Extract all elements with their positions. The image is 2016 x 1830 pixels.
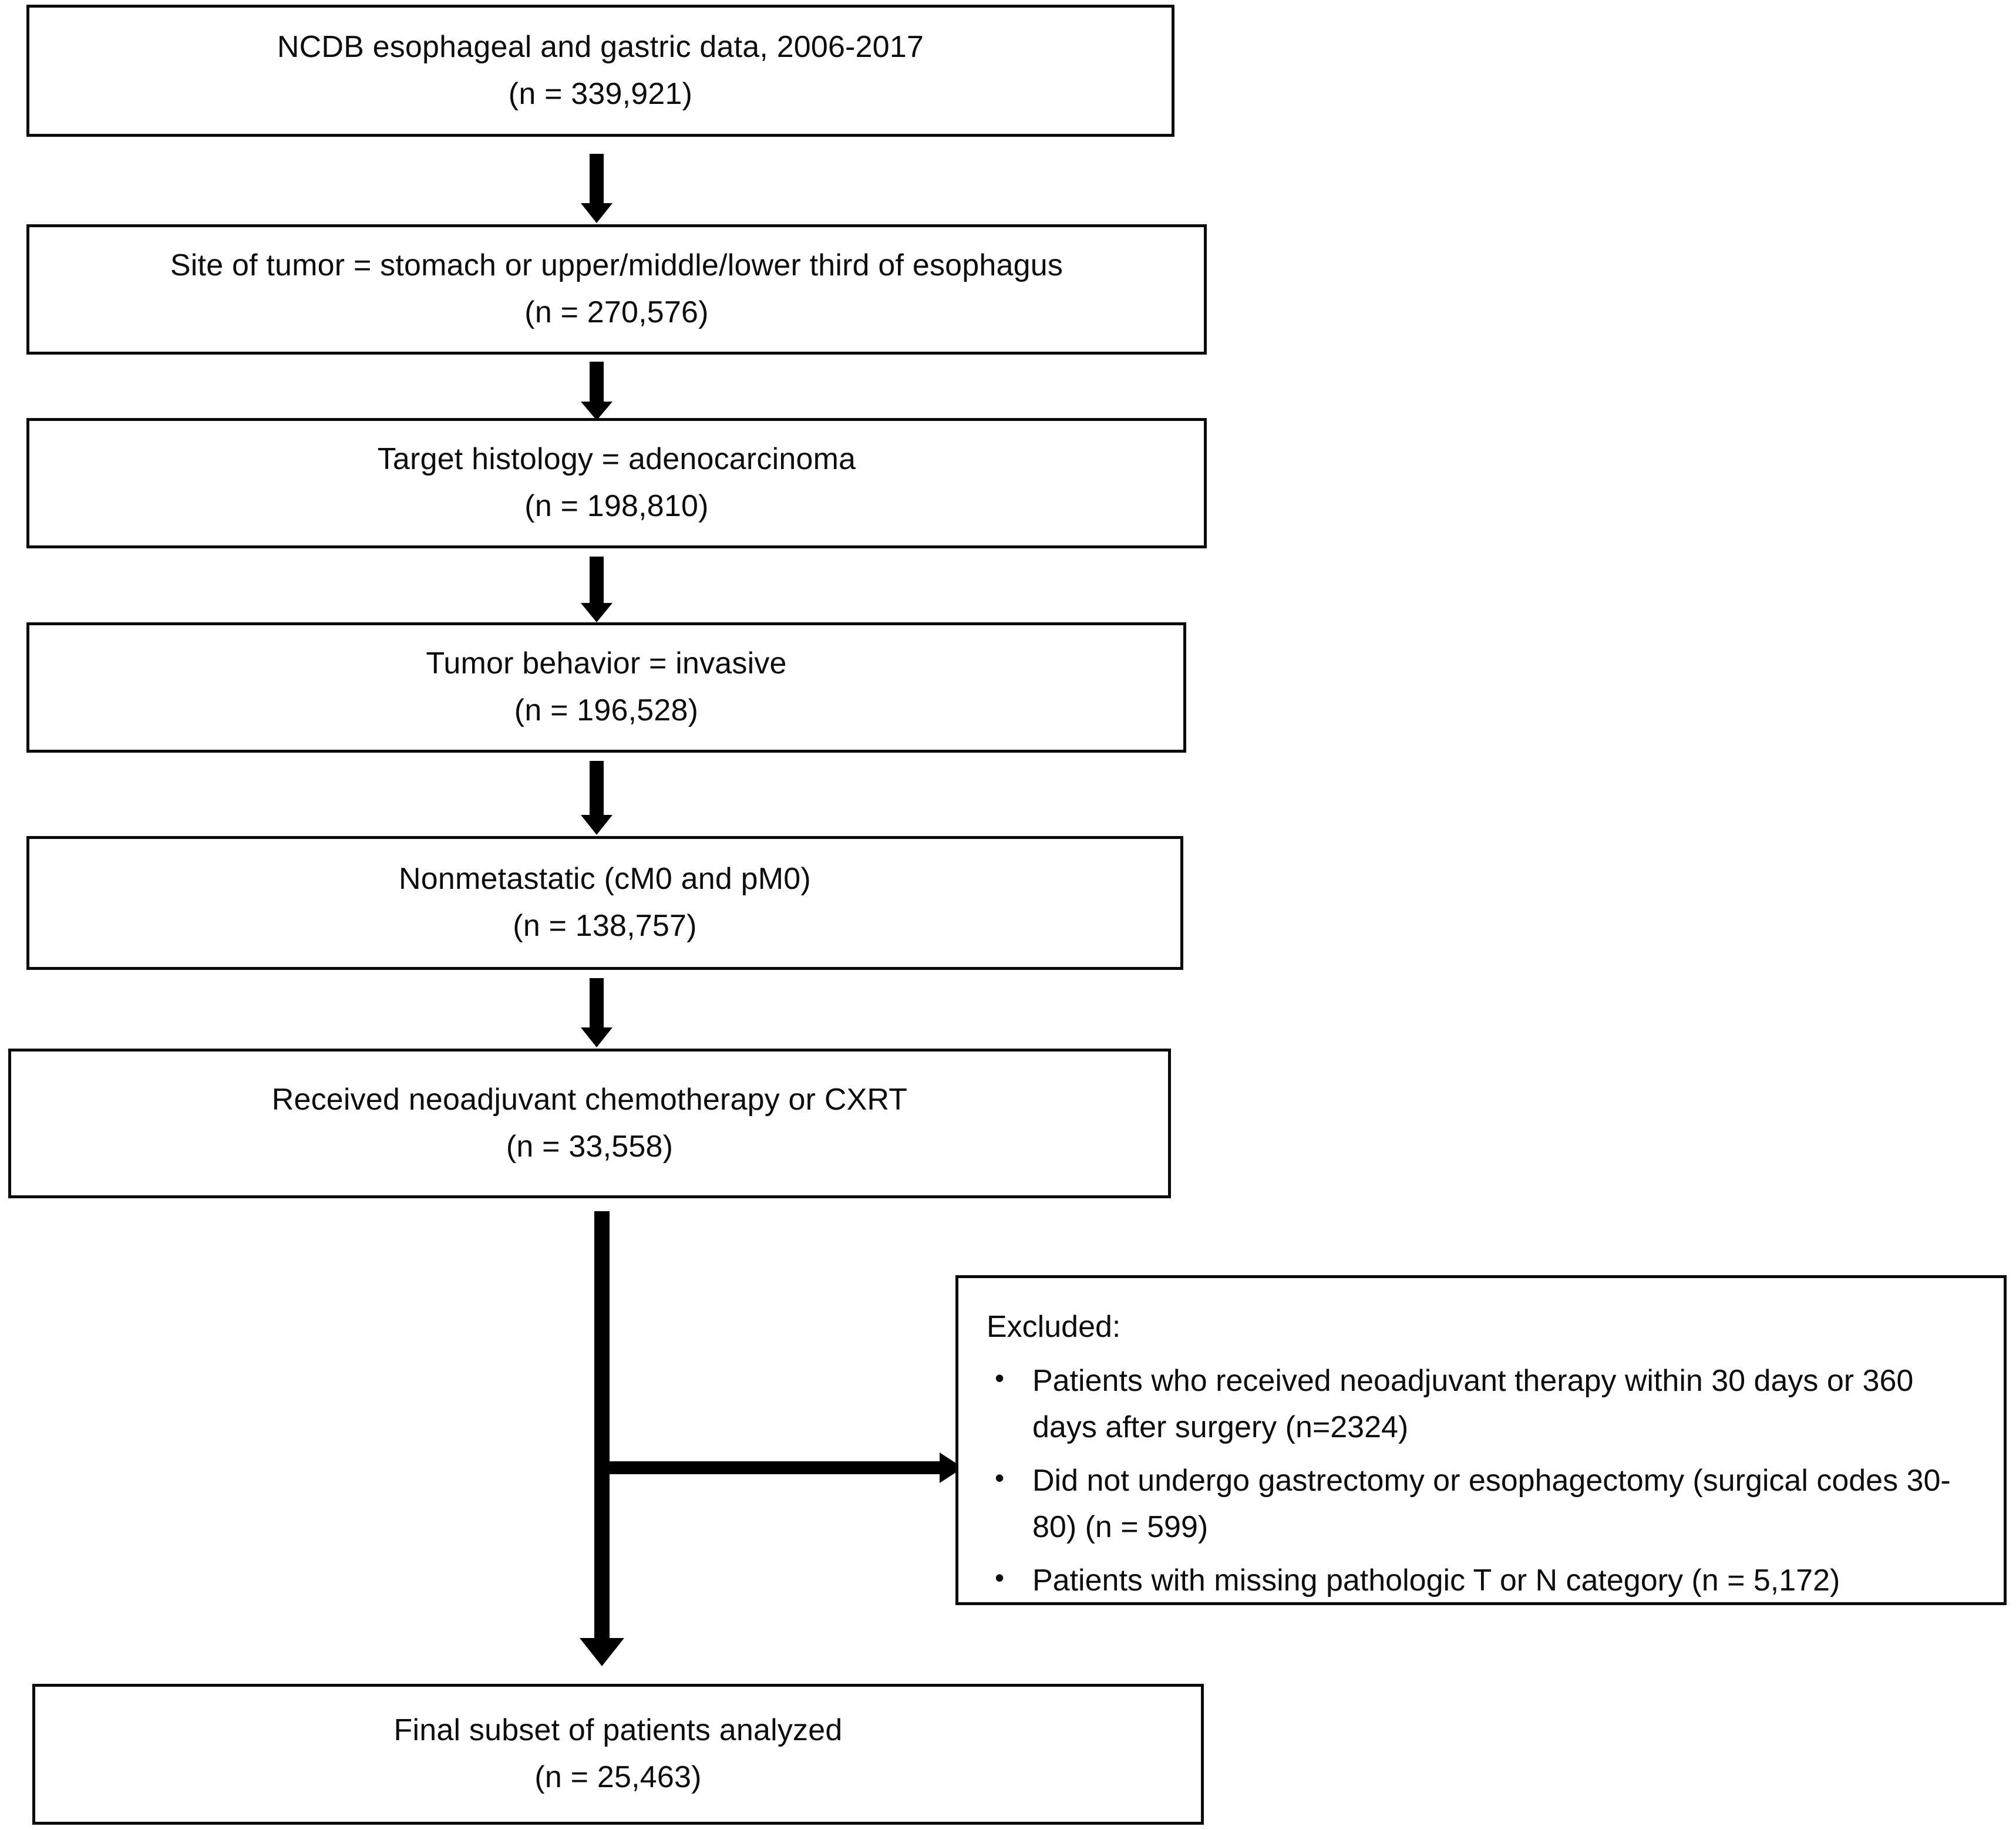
flow-node-final-subset: Final subset of patients analyzed (n = 2… [32,1684,1204,1825]
flow-node-count: (n = 198,810) [524,489,709,523]
excluded-list-item: • Patients with missing pathologic T or … [987,1558,1986,1604]
flow-node-source-cohort: NCDB esophageal and gastric data, 2006-2… [26,5,1174,137]
arrow-shaft [594,1211,610,1640]
arrow-head-down-icon [581,815,612,835]
flow-node-count: (n = 25,463) [534,1760,702,1794]
flow-node-label: Nonmetastatic (cM0 and pM0) [399,862,811,897]
arrow-head-down-icon [581,1027,612,1047]
arrow-neoadjuvant-to-final-subset [573,1211,631,1666]
flow-node-label: Received neoadjuvant chemotherapy or CXR… [271,1082,908,1117]
flow-node-count: (n = 196,528) [514,693,699,727]
arrow-shaft [590,362,604,404]
arrow-source-to-site [579,154,614,223]
excluded-item-text: Patients with missing pathologic T or N … [1032,1563,1840,1598]
arrow-shaft [590,557,604,605]
excluded-item-text: Did not undergo gastrectomy or esophagec… [1032,1464,1951,1545]
excluded-item-text: Patients who received neoadjuvant therap… [1032,1364,1914,1445]
arrow-head-down-icon [581,203,612,223]
arrow-head-down-icon [581,402,612,420]
bullet-icon: • [995,1462,1005,1494]
flow-node-label: Tumor behavior = invasive [426,646,787,681]
excluded-list-item: • Did not undergo gastrectomy or esophag… [987,1458,1986,1551]
arrow-site-to-histology [579,362,614,420]
flow-node-count: (n = 339,921) [508,76,693,111]
excluded-list-item: • Patients who received neoadjuvant ther… [987,1358,1986,1451]
flow-node-label: NCDB esophageal and gastric data, 2006-2… [277,29,924,64]
flow-node-tumor-behavior: Tumor behavior = invasive (n = 196,528) [26,622,1186,753]
flow-node-received-neoadjuvant: Received neoadjuvant chemotherapy or CXR… [8,1049,1171,1198]
excluded-title: Excluded: [987,1310,1121,1344]
bullet-icon: • [995,1562,1005,1593]
arrow-histology-to-behavior [579,557,614,622]
arrow-head-down-icon [581,603,612,622]
arrow-behavior-to-nonmetastatic [579,761,614,835]
arrow-shaft [590,978,604,1029]
flow-node-target-histology: Target histology = adenocarcinoma (n = 1… [26,418,1207,548]
arrow-shaft [599,1461,941,1474]
flow-node-site-of-tumor: Site of tumor = stomach or upper/middle/… [26,224,1207,355]
flow-node-label: Target histology = adenocarcinoma [377,442,856,477]
excluded-criteria-box: Excluded: • Patients who received neoadj… [955,1275,2007,1605]
arrow-branch-to-excluded [599,1450,963,1485]
flow-node-label: Site of tumor = stomach or upper/middle/… [170,248,1063,283]
arrow-nonmetastatic-to-neoadjuvant [579,978,614,1047]
bullet-icon: • [995,1363,1005,1393]
excluded-reason-list: • Patients who received neoadjuvant ther… [987,1358,1986,1604]
arrow-shaft [590,761,604,816]
arrow-head-down-icon [580,1638,624,1666]
flow-node-count: (n = 138,757) [513,909,697,943]
arrow-shaft [590,154,604,205]
flow-node-nonmetastatic: Nonmetastatic (cM0 and pM0) (n = 138,757… [26,836,1183,970]
flow-node-count: (n = 33,558) [506,1129,674,1164]
flow-node-count: (n = 270,576) [524,295,709,329]
flow-node-label: Final subset of patients analyzed [393,1713,843,1748]
